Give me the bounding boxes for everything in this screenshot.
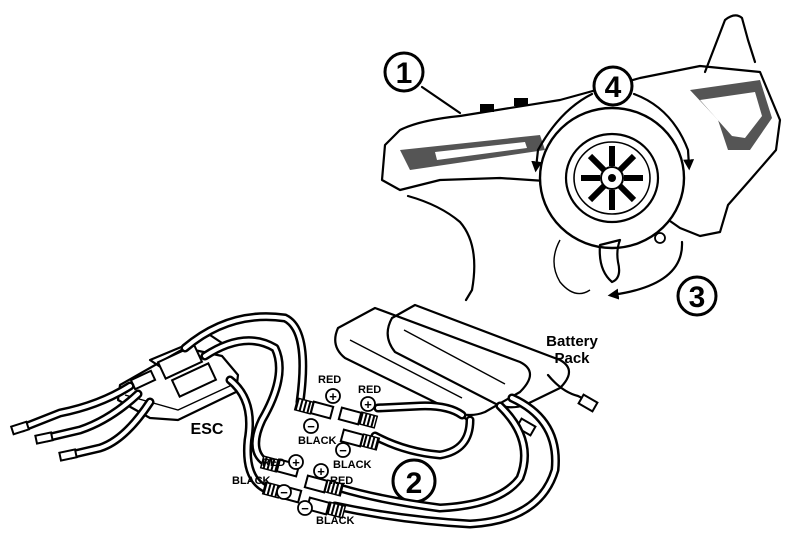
- svg-text:3: 3: [689, 281, 706, 314]
- transmitter: [380, 14, 782, 302]
- step-3-marker: 3: [676, 275, 718, 317]
- throttle-trigger: [598, 238, 622, 284]
- battery-leads: [330, 393, 560, 529]
- pack-label: Pack: [554, 350, 590, 367]
- plus-symbol: +: [364, 397, 372, 412]
- step-4-marker: 4: [592, 65, 634, 107]
- red-label: RED: [318, 374, 341, 386]
- minus-symbol: −: [301, 501, 309, 516]
- plus-symbol: +: [329, 389, 337, 404]
- svg-text:2: 2: [406, 467, 423, 500]
- step-1-marker: 1: [383, 51, 425, 93]
- steering-right-arrow: [632, 92, 695, 171]
- esc-power-leads: [180, 312, 308, 495]
- battery-pack: [334, 303, 599, 437]
- esc-label: ESC: [191, 421, 224, 438]
- motor-leads: [9, 381, 155, 462]
- minus-symbol: −: [280, 485, 288, 500]
- steering-left-arrow: [531, 92, 594, 173]
- polarity-symbols: [276, 388, 376, 516]
- battery-label: Battery: [546, 333, 598, 350]
- red-label: RED: [358, 384, 381, 396]
- minus-symbol: −: [339, 443, 347, 458]
- black-label: BLACK: [316, 515, 355, 527]
- svg-text:1: 1: [396, 57, 413, 90]
- step-2-marker: 2: [391, 458, 437, 504]
- black-label: BLACK: [298, 435, 337, 447]
- black-label: BLACK: [333, 459, 372, 471]
- red-label: RED: [330, 475, 353, 487]
- plus-symbol: +: [292, 455, 300, 470]
- plus-symbol: +: [317, 464, 325, 479]
- black-label: BLACK: [232, 475, 271, 487]
- svg-text:4: 4: [605, 71, 622, 104]
- step-1-leader: [420, 85, 462, 115]
- minus-symbol: −: [307, 419, 315, 434]
- red-label: RED: [262, 457, 285, 469]
- throttle-arrow: [607, 240, 684, 300]
